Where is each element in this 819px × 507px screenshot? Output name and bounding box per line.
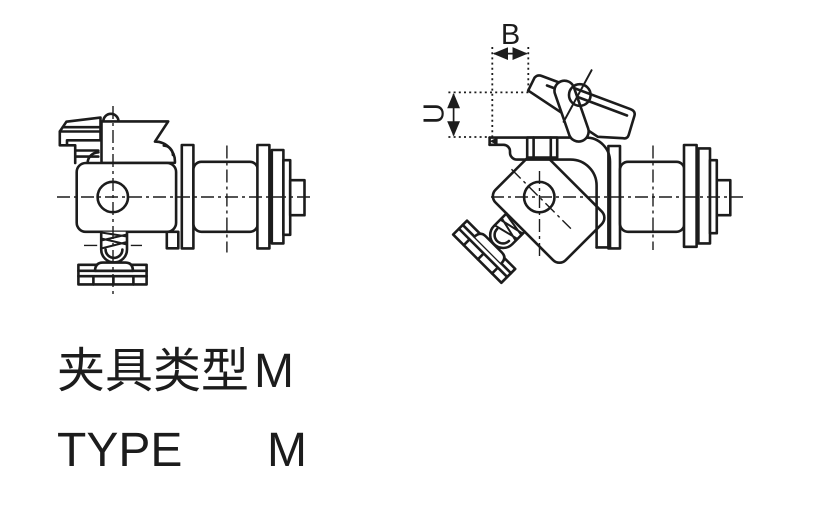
base-hump bbox=[93, 261, 135, 273]
pivot-boss bbox=[525, 136, 559, 159]
dimension-u: U bbox=[419, 91, 529, 138]
type-value-zh: M bbox=[254, 345, 294, 398]
arm-slot bbox=[553, 79, 590, 143]
figure-clamp-open: B U bbox=[419, 19, 743, 285]
bracket-ear bbox=[165, 230, 180, 250]
spring-coils bbox=[100, 231, 128, 250]
handle-grip-lower bbox=[65, 144, 100, 165]
caption-type-zh: 夹具类型 M bbox=[57, 345, 294, 398]
dimension-b: B bbox=[491, 19, 530, 137]
lock-nut bbox=[697, 147, 712, 245]
type-label-en: TYPE bbox=[57, 424, 183, 477]
caption-type-en: TYPE M bbox=[57, 424, 307, 477]
spring-housing bbox=[488, 212, 527, 250]
bracket-tip bbox=[489, 137, 498, 145]
tilted-clamp-assembly bbox=[451, 149, 606, 285]
clamp-arm-open bbox=[526, 69, 636, 143]
flange-washer bbox=[682, 143, 698, 249]
mounting-bracket bbox=[488, 136, 612, 249]
dimension-u-label: U bbox=[419, 103, 451, 124]
figure-clamp-closed bbox=[57, 106, 312, 298]
dimension-b-label: B bbox=[501, 19, 520, 51]
pivot-bump bbox=[102, 112, 120, 123]
type-label-zh: 夹具类型 bbox=[57, 345, 250, 398]
stud-shank bbox=[562, 69, 593, 123]
stud-head bbox=[567, 82, 592, 108]
type-value-en: M bbox=[267, 424, 307, 477]
spring-coils bbox=[493, 212, 524, 242]
